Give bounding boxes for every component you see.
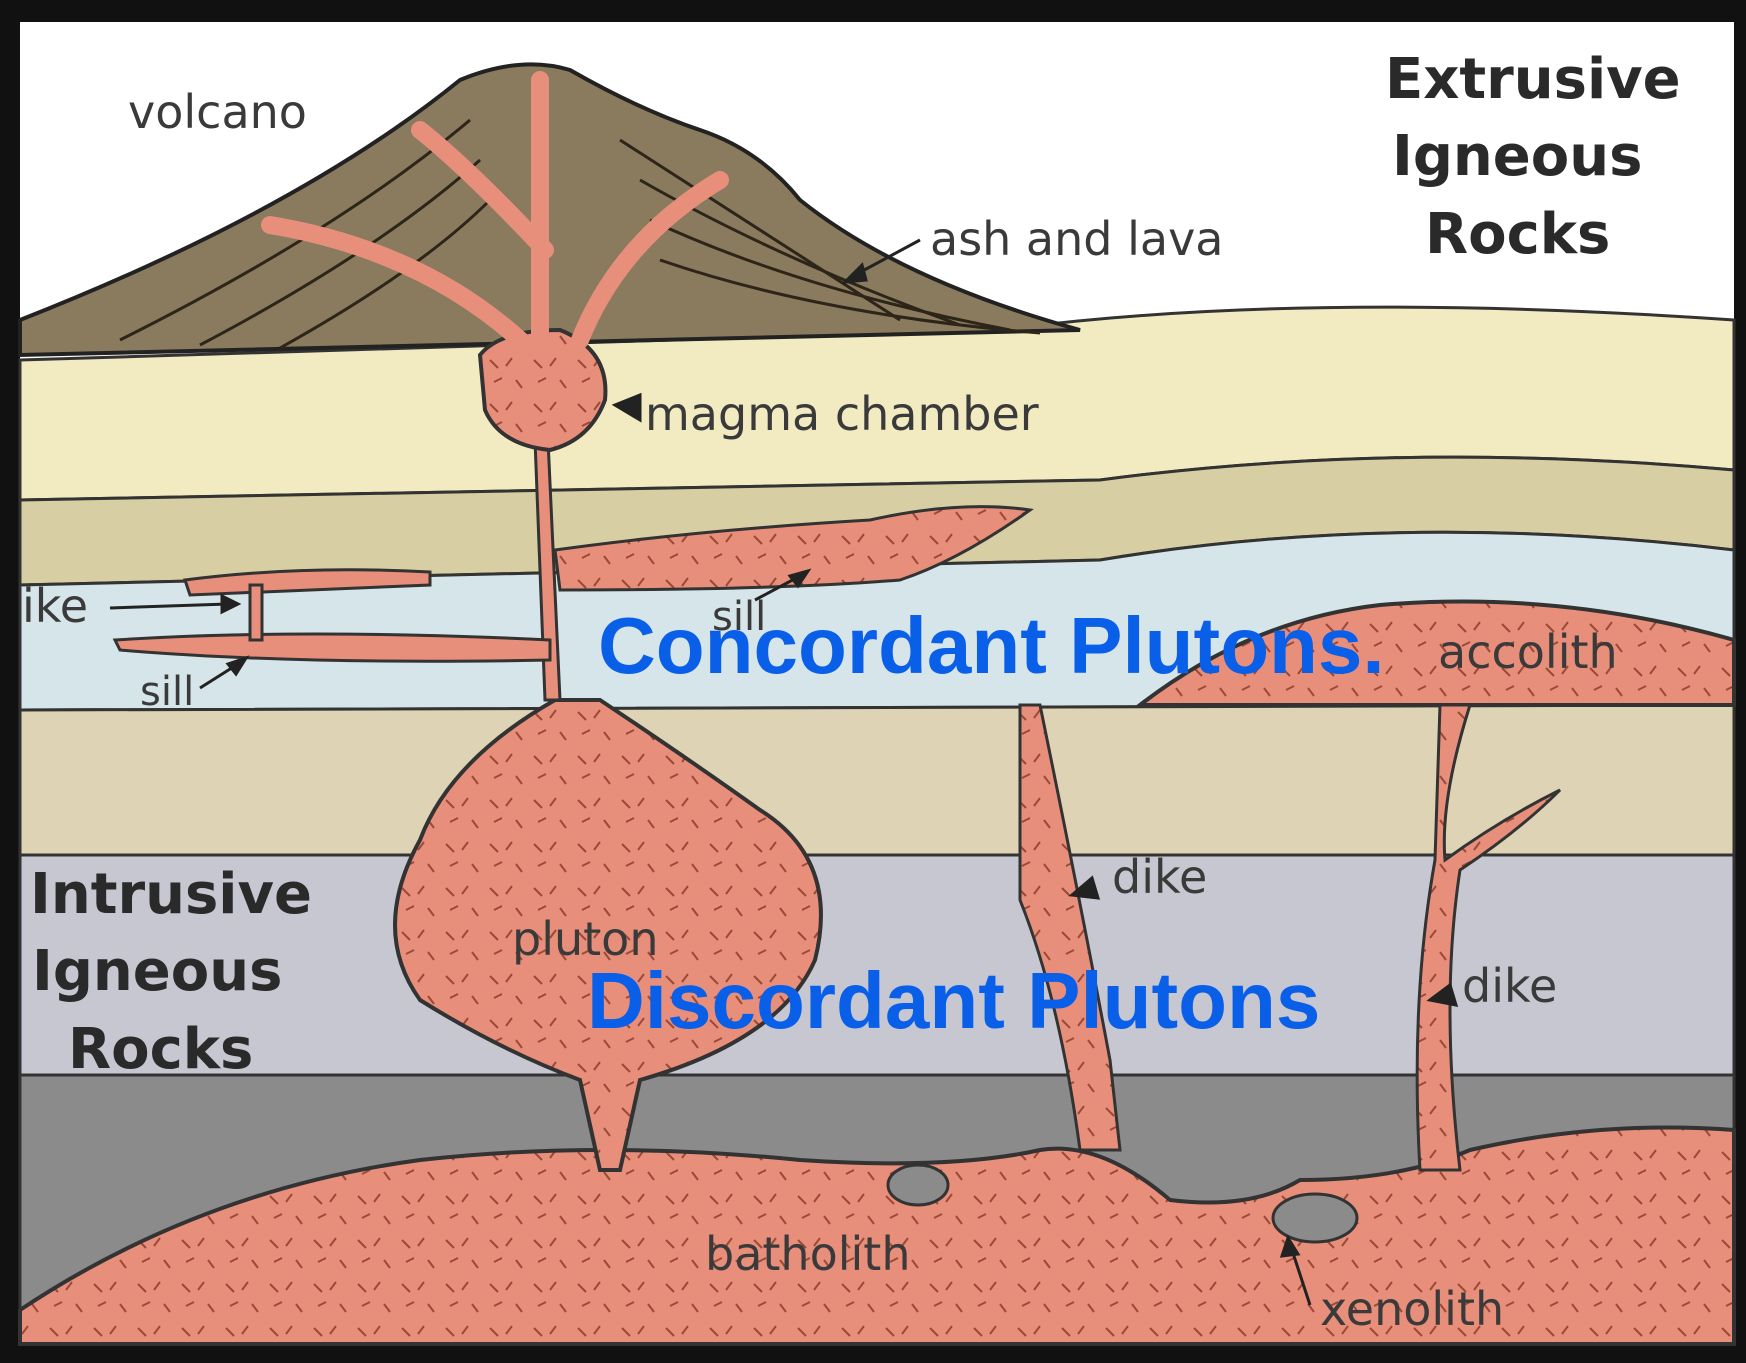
label-sill-left: sill <box>140 669 194 715</box>
label-magma-chamber: magma chamber <box>645 387 1039 441</box>
label-dike-middle: dike <box>1112 850 1207 904</box>
label-xenolith: xenolith <box>1320 1282 1504 1336</box>
left-dike-shape <box>250 585 262 640</box>
label-batholith: batholith <box>705 1227 910 1281</box>
xenolith-shape-1 <box>888 1165 948 1205</box>
xenolith-shape-2 <box>1273 1194 1357 1242</box>
label-dike-left: ike <box>22 579 88 633</box>
label-ash-and-lava: ash and lava <box>930 212 1223 266</box>
label-volcano: volcano <box>128 85 307 139</box>
svg-text:Igneous: Igneous <box>1392 124 1642 189</box>
svg-text:Igneous: Igneous <box>32 939 282 1004</box>
svg-text:Rocks: Rocks <box>68 1017 253 1082</box>
svg-text:Intrusive: Intrusive <box>30 862 312 927</box>
label-laccolith: accolith <box>1438 625 1618 679</box>
layer-tan <box>20 705 1734 855</box>
svg-text:Rocks: Rocks <box>1425 202 1610 267</box>
svg-text:Extrusive: Extrusive <box>1385 47 1681 112</box>
label-dike-right: dike <box>1462 959 1557 1013</box>
overlay-concordant-plutons: Concordant Plutons. <box>598 601 1385 690</box>
overlay-discordant-plutons: Discordant Plutons <box>587 956 1320 1045</box>
